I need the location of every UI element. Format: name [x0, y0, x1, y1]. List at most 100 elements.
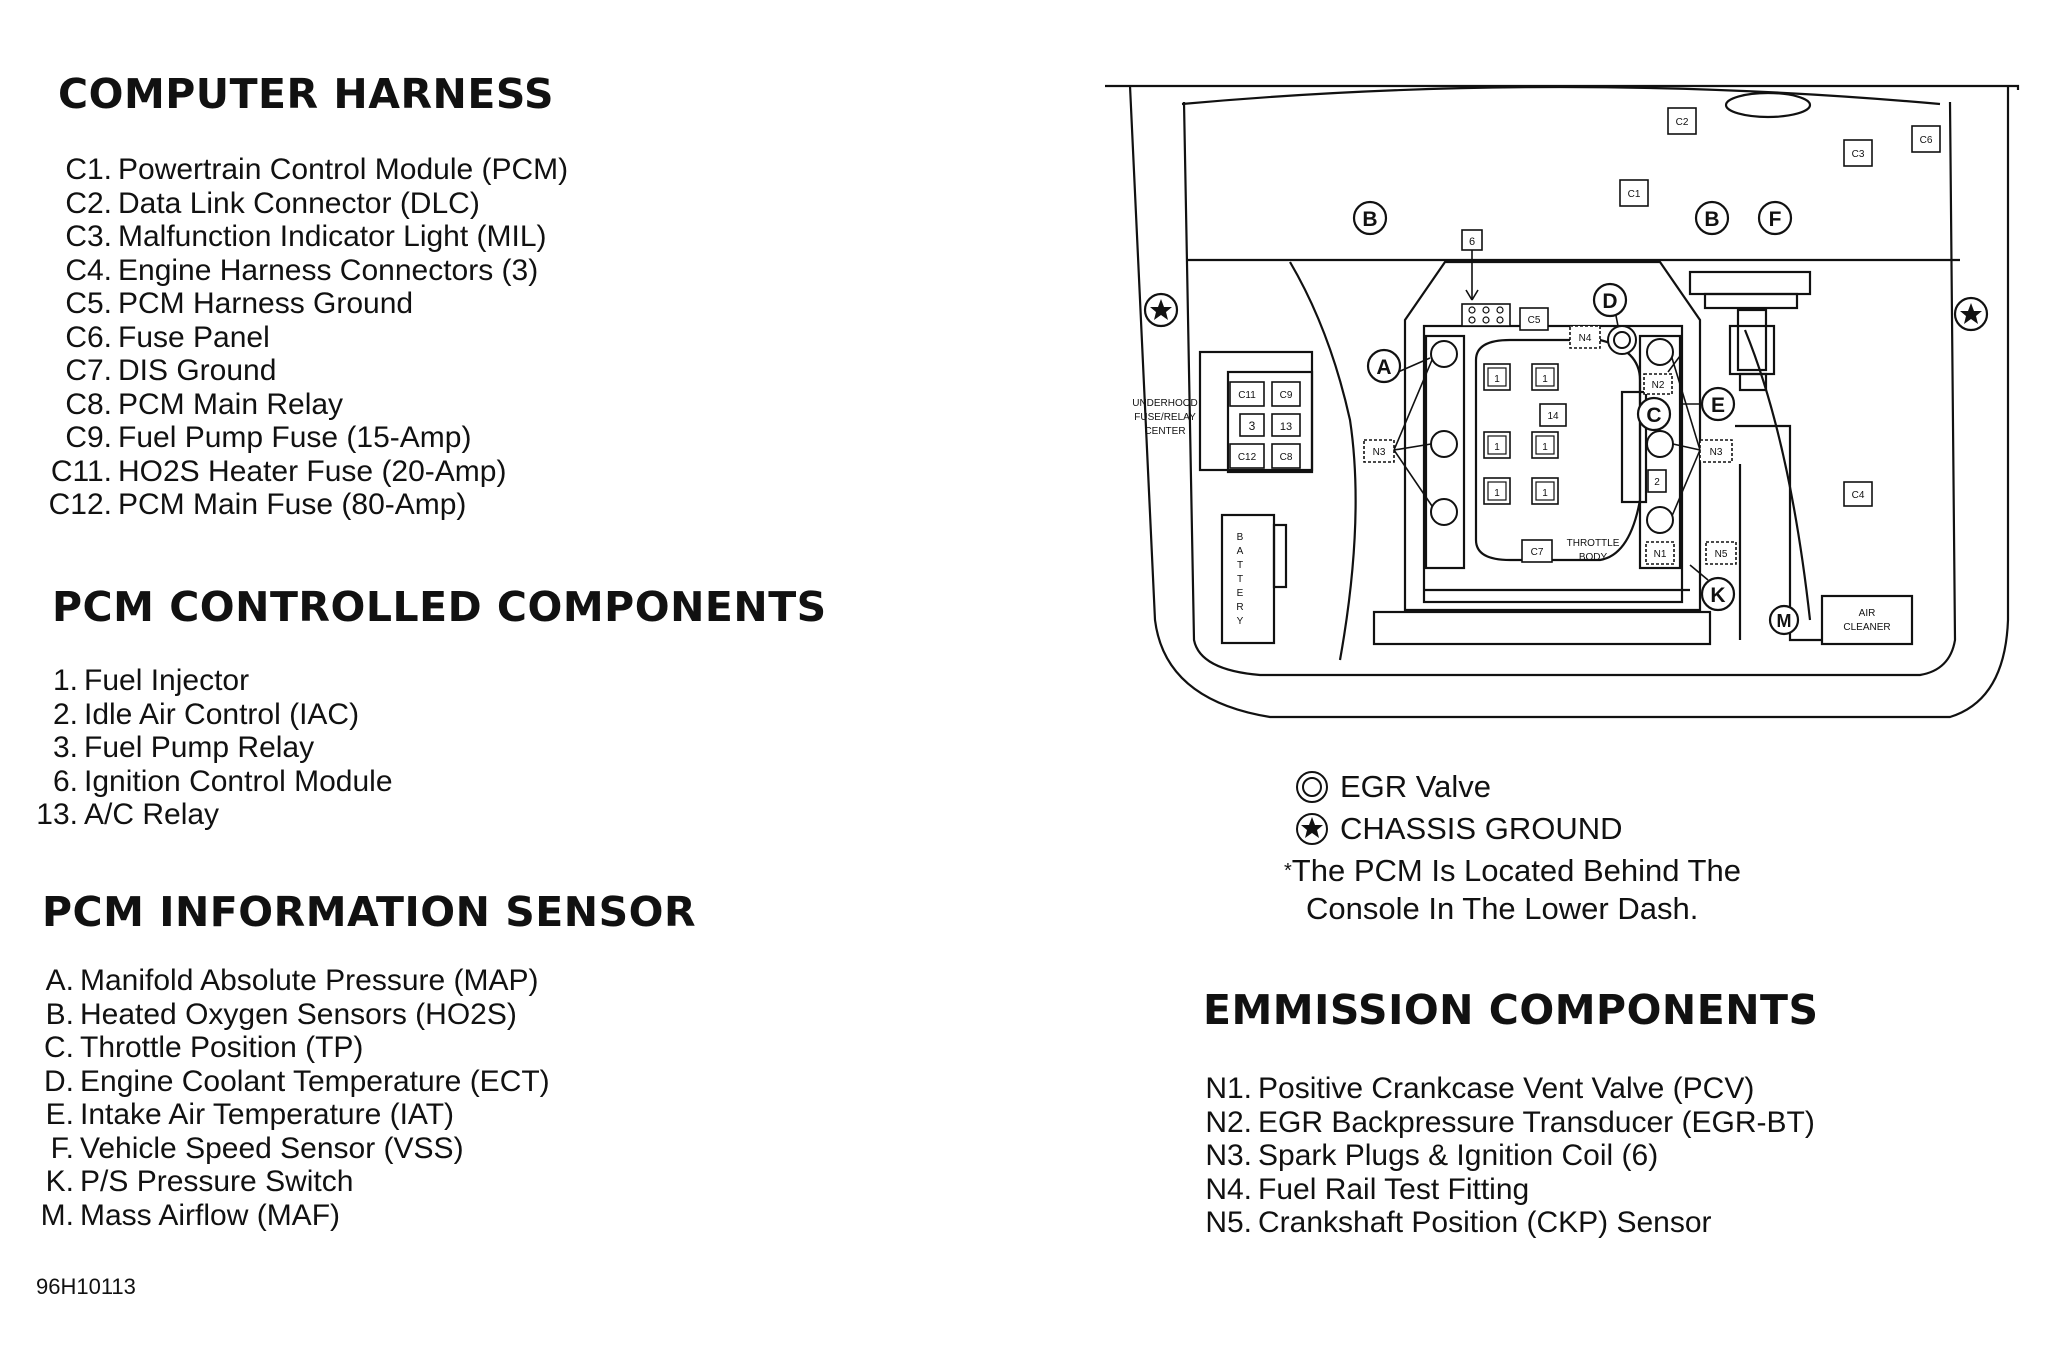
item-text: Malfunction Indicator Light (MIL)	[118, 220, 547, 253]
fender-curve-right	[1743, 329, 1812, 621]
list-item: N1.Positive Crankcase Vent Valve (PCV)	[1200, 1072, 1815, 1106]
computer-harness-list: C1.Powertrain Control Module (PCM)C2.Dat…	[40, 153, 569, 522]
callout-a	[1366, 348, 1402, 384]
list-item: C.Throttle Position (TP)	[38, 1031, 550, 1065]
item-code: C11.	[50, 454, 112, 488]
callout-label-k: K	[1710, 584, 1725, 607]
legend-ground-label: CHASSIS GROUND	[1340, 811, 1623, 846]
list-item: N5.Crankshaft Position (CKP) Sensor	[1200, 1206, 1815, 1240]
battery-letter: Y	[1237, 616, 1244, 627]
svg-text:N2: N2	[1652, 380, 1665, 391]
item-code: 13.	[36, 798, 78, 831]
list-item: C9.Fuel Pump Fuse (15-Amp)	[40, 421, 568, 455]
item-text: PCM Main Relay	[118, 387, 344, 421]
legend: EGR Valve CHASSIS GROUND	[1294, 766, 1622, 850]
list-item: N2.EGR Backpressure Transducer (EGR-BT)	[1200, 1106, 1815, 1140]
legend-egr-label: EGR Valve	[1340, 769, 1492, 804]
chassis-ground-icon	[1296, 813, 1328, 845]
box-2	[1647, 469, 1667, 493]
box-c11	[1229, 381, 1265, 407]
box-c12	[1229, 443, 1265, 469]
emission-list: N1.Positive Crankcase Vent Valve (PCV)N2…	[1200, 1072, 1815, 1240]
svg-text:3: 3	[1249, 419, 1256, 433]
item-text: Vehicle Speed Sensor (VSS)	[80, 1131, 464, 1165]
list-item: C2.Data Link Connector (DLC)	[40, 187, 568, 221]
svg-text:C11: C11	[1238, 390, 1256, 401]
box-ignition-module	[1461, 303, 1511, 327]
item-text: Manifold Absolute Pressure (MAP)	[80, 964, 539, 997]
item-text: DIS Ground	[118, 354, 277, 387]
svg-text:N1: N1	[1654, 549, 1667, 560]
callout-b-right	[1694, 200, 1730, 236]
item-code: M.	[40, 1198, 74, 1232]
list-item: 2.Idle Air Control (IAC)	[30, 698, 393, 732]
item-text: Intake Air Temperature (IAT)	[80, 1098, 455, 1131]
item-text: EGR Backpressure Transducer (EGR-BT)	[1258, 1105, 1815, 1139]
item-code: C8.	[65, 387, 112, 421]
list-item: K.P/S Pressure Switch	[38, 1165, 550, 1199]
svg-text:C4: C4	[1852, 490, 1865, 501]
item-text: Fuel Pump Relay	[84, 731, 315, 764]
throttle-label-2: BODY	[1579, 552, 1608, 563]
item-code: K.	[45, 1165, 74, 1198]
item-code: 3.	[52, 731, 78, 764]
box-c3	[1843, 139, 1873, 167]
battery-letter: T	[1237, 574, 1243, 585]
callout-d	[1592, 282, 1628, 318]
legend-egr-row: EGR Valve	[1294, 766, 1622, 808]
item-code: B.	[45, 997, 74, 1031]
svg-text:1: 1	[1542, 374, 1548, 385]
list-item: C12.PCM Main Fuse (80-Amp)	[40, 488, 568, 522]
item-code: F.	[50, 1131, 74, 1165]
item-code: 6.	[52, 764, 78, 798]
list-item: D.Engine Coolant Temperature (ECT)	[38, 1065, 550, 1099]
callout-label-b-left: B	[1362, 208, 1377, 231]
item-text: Idle Air Control (IAC)	[84, 697, 360, 731]
spark-plug-r1	[1646, 338, 1674, 366]
callout-k	[1700, 576, 1736, 612]
computer-harness-heading: COMPUTER HARNESS	[58, 70, 555, 118]
list-item: C8.PCM Main Relay	[40, 388, 568, 422]
spark-plug-r3	[1646, 506, 1674, 534]
svg-text:C8: C8	[1280, 452, 1293, 463]
spark-plug-l1	[1430, 340, 1458, 368]
svg-text:C1: C1	[1628, 189, 1641, 200]
svg-text:C6: C6	[1920, 135, 1933, 146]
list-item: F.Vehicle Speed Sensor (VSS)	[38, 1132, 550, 1166]
item-code: N4.	[1205, 1172, 1252, 1206]
item-text: Heated Oxygen Sensors (HO2S)	[80, 997, 517, 1031]
list-item: 1.Fuel Injector	[30, 664, 393, 698]
item-text: Fuel Pump Fuse (15-Amp)	[118, 421, 472, 454]
list-item: E.Intake Air Temperature (IAT)	[38, 1098, 550, 1132]
vehicle-outline	[1105, 84, 2020, 719]
callout-label-e: E	[1711, 394, 1725, 417]
svg-text:14: 14	[1547, 411, 1559, 422]
box-c9	[1271, 381, 1301, 407]
item-text: Crankshaft Position (CKP) Sensor	[1258, 1206, 1712, 1239]
engine-outer	[1403, 260, 1702, 612]
item-code: N1.	[1205, 1072, 1252, 1105]
battery-letter: E	[1237, 588, 1244, 599]
svg-text:1: 1	[1542, 442, 1548, 453]
legend-ground-row: CHASSIS GROUND	[1294, 808, 1622, 850]
box-3	[1239, 413, 1265, 437]
list-item: 3.Fuel Pump Relay	[30, 731, 393, 765]
air-cleaner-label-1: AIR	[1859, 608, 1876, 619]
item-text: Engine Harness Connectors (3)	[118, 253, 539, 287]
callout-label-d: D	[1602, 290, 1617, 313]
item-code: 2.	[52, 697, 78, 731]
pcm-information-list: A.Manifold Absolute Pressure (MAP)B.Heat…	[38, 964, 550, 1232]
item-code: C7.	[65, 354, 112, 387]
svg-text:1: 1	[1542, 488, 1548, 499]
svg-text:13: 13	[1280, 421, 1292, 433]
list-item: A.Manifold Absolute Pressure (MAP)	[38, 964, 550, 998]
item-code: C6.	[65, 320, 112, 354]
svg-text:N3: N3	[1710, 447, 1723, 458]
item-text: Throttle Position (TP)	[80, 1031, 364, 1064]
air-cleaner-box	[1820, 594, 1914, 646]
svg-text:C5: C5	[1528, 315, 1541, 326]
box-c1	[1619, 179, 1649, 207]
item-text: Fuel Rail Test Fitting	[1258, 1172, 1530, 1206]
